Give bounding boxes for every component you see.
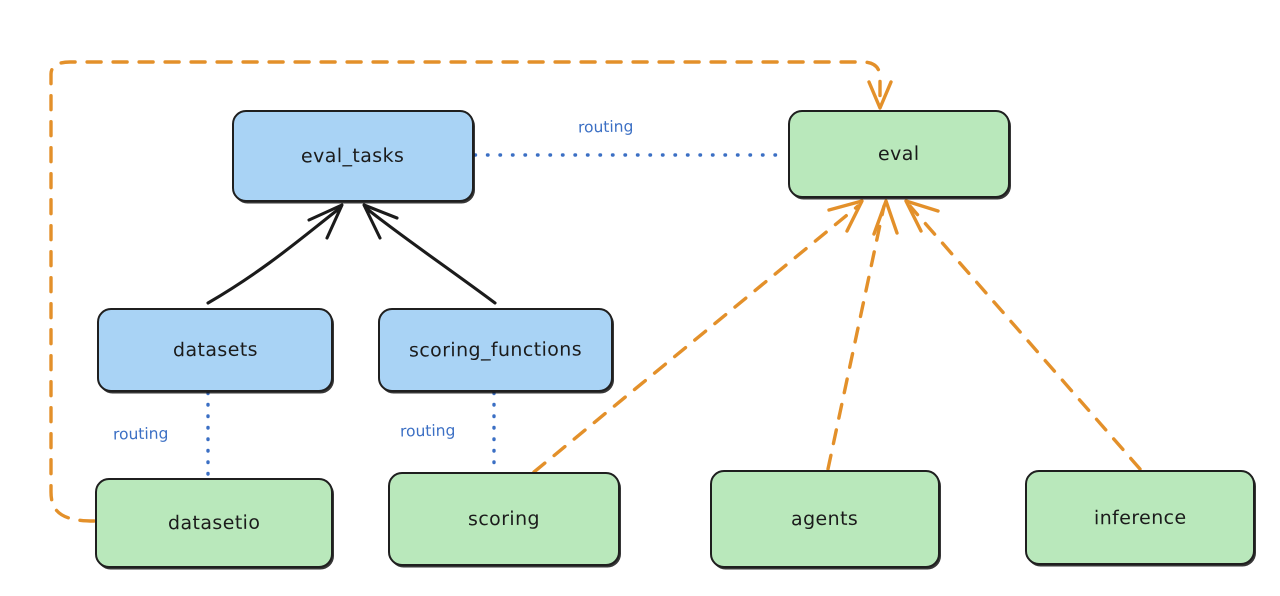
edge-label-routing-scoring-functions: routing [399, 421, 456, 441]
edge-label-routing-eval-tasks: routing [577, 117, 634, 137]
node-eval[interactable]: eval [788, 110, 1010, 198]
node-label-datasets: datasets [172, 338, 258, 362]
edge-datasetio-to-eval [49, 60, 893, 523]
edge-label-routing-datasets: routing [112, 424, 169, 444]
node-datasetio[interactable]: datasetio [95, 478, 333, 568]
node-agents[interactable]: agents [710, 470, 940, 568]
node-label-inference: inference [1093, 506, 1187, 529]
edge-inference-to-eval [904, 199, 1142, 471]
node-inference[interactable]: inference [1025, 470, 1255, 565]
edge-scoring_functions-to-eval_tasks [362, 203, 497, 305]
node-datasets[interactable]: datasets [97, 308, 333, 392]
node-scoring-functions[interactable]: scoring_functions [378, 308, 613, 392]
node-eval-tasks[interactable]: eval_tasks [232, 110, 474, 202]
edge-scoring-to-eval [532, 199, 864, 474]
node-label-scoring: scoring [467, 507, 541, 531]
node-label-eval-tasks: eval_tasks [301, 144, 405, 168]
node-scoring[interactable]: scoring [388, 472, 620, 566]
node-label-agents: agents [791, 507, 859, 531]
edge-datasets-to-eval_tasks [206, 203, 344, 305]
node-label-eval: eval [878, 142, 920, 166]
edge-agents-to-eval [826, 199, 899, 471]
node-label-datasetio: datasetio [167, 511, 261, 535]
node-label-scoring-functions: scoring_functions [408, 338, 583, 362]
